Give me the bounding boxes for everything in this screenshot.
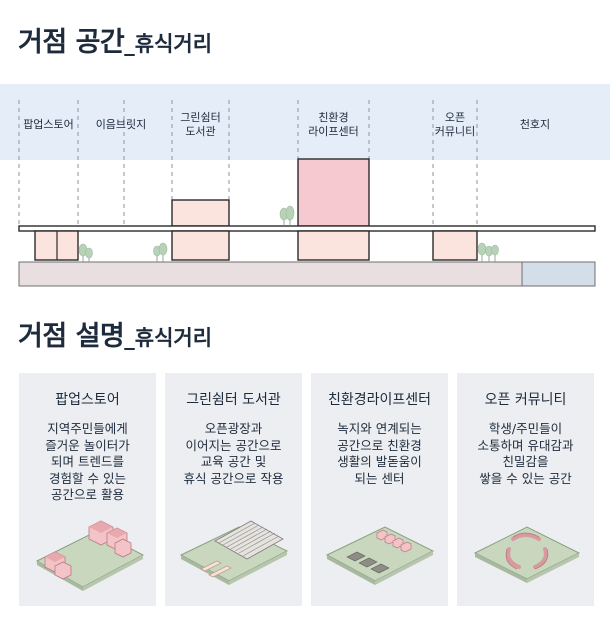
green-library-illustration-icon: [179, 520, 289, 585]
card-text: 지역주민들에게 즐거운 놀이터가 되며 트렌드를 경험할 수 있는 공간으로 활…: [45, 421, 130, 502]
card-text: 녹지와 연계되는 공간으로 친환경 생활의 발돋움이 되는 센터: [337, 421, 422, 486]
cheonhoji-water: [521, 261, 596, 287]
card-text: 학생/주민들이 소통하며 유대감과 친밀감을 쌓을 수 있는 공간: [477, 421, 574, 486]
zone-label-bridge: 이음브릿지: [95, 118, 147, 131]
open-community-building: [432, 230, 478, 261]
open-community-illustration-icon: [473, 526, 581, 583]
green-library-lower: [171, 230, 230, 261]
street-section-diagram: [18, 100, 596, 287]
card-title: 팝업스토어: [55, 392, 120, 408]
tree-icon: [78, 205, 499, 259]
popup-store-illustration-icon: [35, 520, 145, 591]
eco-center-illustration-icon: [325, 526, 435, 585]
title-main: 거점 설명: [18, 321, 125, 352]
card-green-library: 그린쉼터 도서관 오픈광장과 이어지는 공간으로 교육 공간 및 휴식 공간으로…: [165, 373, 302, 606]
ground: [18, 261, 523, 287]
card-text: 오픈광장과 이어지는 공간으로 교육 공간 및 휴식 공간으로 작용: [183, 421, 284, 486]
eco-center-lower: [297, 230, 370, 261]
card-title: 오픈 커뮤니티: [484, 392, 567, 408]
zone-label-green-library: 그린쉼터 도서관: [180, 111, 221, 138]
section-title: 거점 공간_휴식거리: [18, 20, 212, 59]
zone-label-band: [0, 84, 610, 160]
zone-label-open-community: 오픈 커뮤니티: [434, 111, 476, 138]
title-sub: _휴식거리: [124, 32, 213, 56]
green-library-upper: [171, 199, 230, 227]
card-title: 친환경라이프센터: [327, 392, 432, 408]
card-title: 그린쉼터 도서관: [186, 392, 281, 408]
title-main: 거점 공간: [18, 27, 125, 58]
description-title: 거점 설명_휴식거리: [18, 314, 212, 353]
zone-label-eco-center: 친환경 라이프센터: [308, 111, 359, 138]
title-sub: _휴식거리: [124, 326, 213, 350]
card-eco-center: 친환경라이프센터 녹지와 연계되는 공간으로 친환경 생활의 발돋움이 되는 센…: [311, 373, 448, 606]
zone-label-cheonhoji: 천호지: [519, 118, 551, 131]
eco-center-building: [297, 158, 370, 227]
deck-slab: [18, 225, 596, 232]
card-popup-store: 팝업스토어 지역주민들에게 즐거운 놀이터가 되며 트렌드를 경험할 수 있는 …: [19, 373, 156, 606]
zone-label-popup-store: 팝업스토어: [23, 118, 74, 131]
card-open-community: 오픈 커뮤니티 학생/주민들이 소통하며 유대감과 친밀감을 쌓을 수 있는 공…: [457, 373, 594, 606]
